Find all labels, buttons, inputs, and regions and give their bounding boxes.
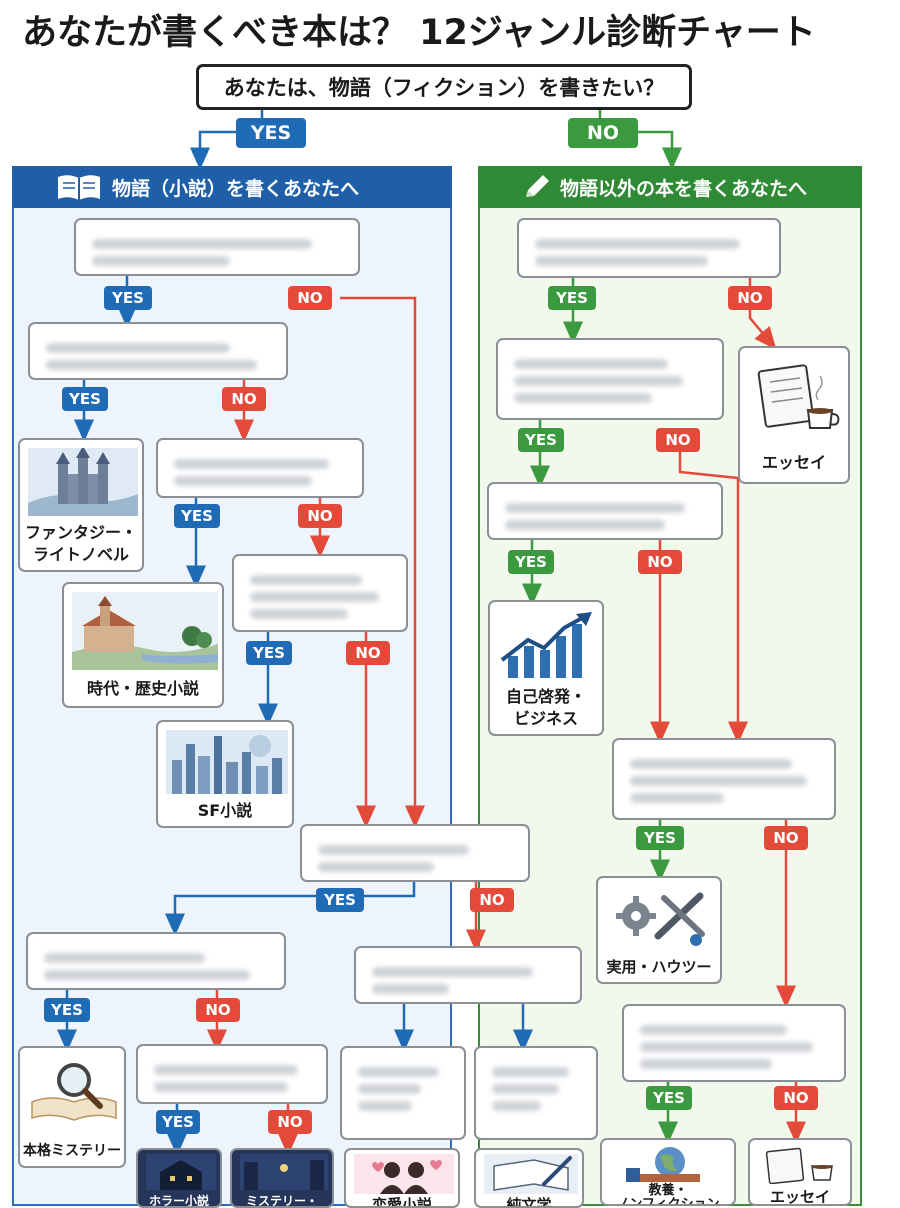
result-historical-label: 時代・歴史小説 [86, 679, 199, 698]
nonfiction-panel-header: 物語以外の本を書くあなたへ [478, 166, 862, 208]
yes-badge: YES [44, 998, 90, 1022]
result-mystery: 本格ミステリー [18, 1046, 126, 1168]
nonfiction-question-3 [487, 482, 723, 540]
fiction-question-7 [354, 946, 582, 1004]
result-education: 教養・ ノンフィクション [600, 1138, 736, 1206]
top-no-badge: NO [568, 118, 638, 148]
fiction-question-1 [74, 218, 360, 276]
fiction-question-2 [28, 322, 288, 380]
result-howto-label: 実用・ハウツー [606, 958, 712, 976]
result-essay-2: エッセイ [748, 1138, 852, 1206]
pencil-icon [522, 173, 552, 206]
result-romance: 恋愛小説 [344, 1148, 460, 1208]
no-badge: NO [764, 826, 808, 850]
result-horror: ホラー小説 [136, 1148, 222, 1208]
fiction-panel-header: 物語（小説）を書くあなたへ [12, 166, 452, 208]
no-badge: NO [728, 286, 772, 310]
no-badge: NO [638, 550, 682, 574]
town-illustration-icon [72, 592, 218, 670]
yes-badge: YES [548, 286, 596, 310]
result-fantasy: ファンタジー・ ライトノベル [18, 438, 144, 572]
result-self-help: 自己啓発・ ビジネス [488, 600, 604, 736]
gears-tools-illustration-icon [616, 892, 705, 946]
nonfiction-question-5 [622, 1004, 846, 1082]
no-badge: NO [196, 998, 240, 1022]
fiction-question-3 [156, 438, 364, 498]
no-badge: NO [288, 286, 332, 310]
result-sf: SF小説 [156, 720, 294, 828]
no-badge: NO [774, 1086, 818, 1110]
fiction-question-5 [300, 824, 530, 882]
no-badge: NO [222, 387, 266, 411]
haunted-house-illustration-icon [146, 1154, 216, 1190]
no-badge: NO [656, 428, 700, 452]
yes-badge: YES [62, 387, 108, 411]
result-howto: 実用・ハウツー [596, 876, 722, 984]
street-illustration-icon [240, 1154, 328, 1190]
yes-badge: YES [316, 888, 364, 912]
top-question: あなたは、物語（フィクション）を書きたい？ [196, 64, 692, 110]
fiction-question-9 [340, 1046, 466, 1140]
result-mystery-2-label: ミステリー・ [245, 1194, 318, 1208]
yes-badge: YES [636, 826, 684, 850]
no-badge: NO [346, 641, 390, 665]
result-essay: エッセイ [738, 346, 850, 484]
result-horror-label: ホラー小説 [148, 1194, 209, 1208]
page-title: あなたが書くべき本は？ 12ジャンル診断チャート [22, 13, 816, 53]
no-badge: NO [268, 1110, 312, 1134]
fiction-question-6 [26, 932, 286, 990]
result-essay-2-label: エッセイ [769, 1188, 830, 1206]
castle-illustration-icon [28, 448, 138, 516]
nonfiction-panel-title: 物語以外の本を書くあなたへ [560, 177, 808, 200]
result-pure-literature-label: 純文学 [506, 1196, 552, 1208]
result-fantasy-label: ファンタジー・ ライトノベル [24, 523, 137, 564]
result-historical: 時代・歴史小説 [62, 582, 224, 708]
result-pure-literature: 純文学 [474, 1148, 584, 1208]
yes-badge: YES [156, 1110, 200, 1134]
result-romance-label: 恋愛小説 [371, 1196, 432, 1208]
notebook-coffee-illustration-icon [765, 1147, 833, 1184]
magnifier-book-illustration-icon [31, 1063, 117, 1121]
result-self-help-label: 自己啓発・ ビジネス [505, 687, 586, 728]
globe-books-illustration-icon [626, 1147, 700, 1182]
top-question-text: あなたは、物語（フィクション）を書きたい？ [223, 76, 665, 100]
result-mystery-2: ミステリー・ [230, 1148, 334, 1208]
yes-badge: YES [104, 286, 152, 310]
fiction-question-8 [136, 1044, 328, 1104]
yes-badge: YES [518, 428, 564, 452]
notebook-pen-illustration-icon [484, 1154, 578, 1194]
no-badge: NO [470, 888, 514, 912]
couple-illustration-icon [354, 1154, 454, 1194]
city-illustration-icon [166, 730, 288, 794]
result-mystery-label: 本格ミステリー [23, 1143, 121, 1159]
result-education-label: 教養・ ノンフィクション [616, 1183, 720, 1206]
result-essay-label: エッセイ [761, 453, 826, 472]
yes-badge: YES [508, 550, 554, 574]
yes-badge: YES [246, 641, 292, 665]
no-badge: NO [298, 504, 342, 528]
yes-badge: YES [646, 1086, 692, 1110]
nonfiction-question-1 [517, 218, 781, 278]
fiction-question-10 [474, 1046, 598, 1140]
growth-chart-illustration-icon [500, 612, 592, 678]
nonfiction-question-2 [496, 338, 724, 420]
fiction-panel-title: 物語（小説）を書くあなたへ [112, 177, 360, 200]
fiction-question-4 [232, 554, 408, 632]
notebook-coffee-illustration-icon [757, 364, 840, 429]
open-book-icon [56, 173, 102, 206]
nonfiction-question-4 [612, 738, 836, 820]
yes-badge: YES [174, 504, 220, 528]
top-yes-badge: YES [236, 118, 306, 148]
result-sf-label: SF小説 [197, 801, 253, 820]
